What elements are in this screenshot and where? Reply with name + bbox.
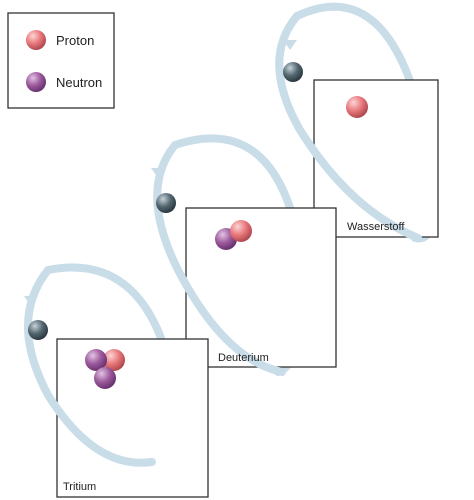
proton-deuterium xyxy=(230,220,252,242)
legend-neutron-icon xyxy=(26,72,46,92)
electron-deuterium xyxy=(156,193,176,213)
legend: Proton Neutron xyxy=(7,12,115,109)
neutron-tritium-2 xyxy=(94,367,116,389)
orbit-arrow-deuterium-icon xyxy=(151,168,165,178)
label-hydrogen: Wasserstoff xyxy=(347,221,405,233)
frame-tritium xyxy=(56,338,209,498)
neutron-tritium-1 xyxy=(85,349,107,371)
orbit-deuterium-front xyxy=(153,141,286,376)
proton-tritium xyxy=(103,349,125,371)
label-tritium: Tritium xyxy=(63,481,96,493)
legend-proton-icon xyxy=(26,30,46,50)
electron-tritium xyxy=(28,320,48,340)
proton-hydrogen xyxy=(346,96,368,118)
electron-hydrogen xyxy=(283,62,303,82)
legend-proton-label: Proton xyxy=(56,33,94,48)
atom-deuterium: Deuterium xyxy=(151,134,337,376)
legend-frame xyxy=(7,12,115,109)
orbit-hydrogen-front xyxy=(275,12,422,242)
atom-hydrogen: Wasserstoff xyxy=(275,2,439,243)
legend-neutron-label: Neutron xyxy=(56,75,102,90)
label-deuterium: Deuterium xyxy=(218,352,269,364)
atom-tritium: Tritium xyxy=(24,263,209,498)
orbit-arrow-tritium-icon xyxy=(24,296,38,306)
orbit-arrow-hydrogen-icon xyxy=(283,40,297,50)
